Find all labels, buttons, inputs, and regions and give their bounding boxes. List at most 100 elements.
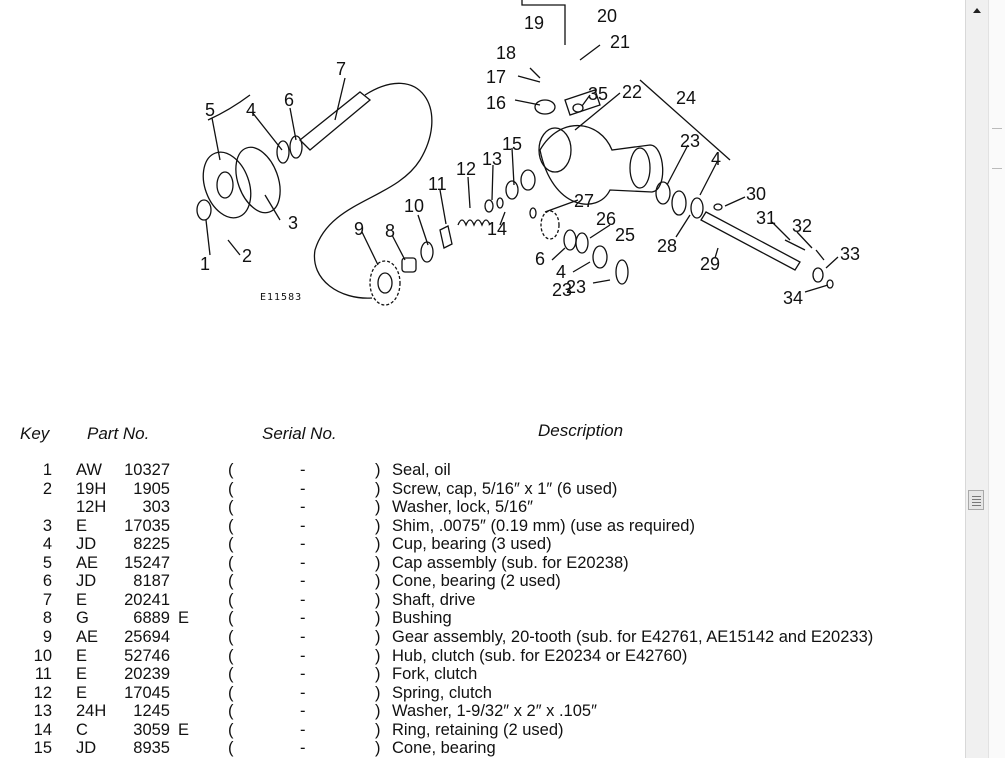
cell-serial: - <box>300 461 306 479</box>
callout-23b: 23 <box>566 277 586 297</box>
cell-desc: Spring, clutch <box>392 683 492 702</box>
callout-22: 22 <box>622 82 642 102</box>
exploded-parts-diagram: 1 2 3 4 5 6 7 8 9 10 11 12 13 14 15 16 1… <box>196 0 860 308</box>
cell-serial: - <box>300 739 306 758</box>
cell-close: ) <box>375 683 381 702</box>
cell-number: 303 <box>142 498 170 517</box>
callout-23c: 23 <box>552 280 572 300</box>
scroll-up-arrow-icon[interactable] <box>966 0 988 20</box>
cell-prefix: 12H <box>76 498 107 517</box>
cell-key: 5 <box>42 553 52 572</box>
cell-desc: Screw, cap, 5/16″ x 1″ (6 used) <box>392 479 618 498</box>
cell-number: 10327 <box>124 461 170 479</box>
callout-7: 7 <box>336 59 346 79</box>
callout-24: 24 <box>676 88 696 108</box>
cell-close: ) <box>375 553 381 572</box>
cell-number: 25694 <box>124 627 170 646</box>
cell-serial: - <box>300 516 306 535</box>
cell-serial: - <box>300 572 306 591</box>
cell-key: 3 <box>42 516 52 535</box>
cell-desc: Cup, bearing (3 used) <box>392 535 552 554</box>
cell-desc: Seal, oil <box>392 461 451 479</box>
window-edge <box>988 0 1005 758</box>
cell-desc: Gear assembly, 20-tooth (sub. for E42761… <box>392 627 874 646</box>
cell-desc: Cap assembly (sub. for E20238) <box>392 553 629 572</box>
cell-prefix: 24H <box>76 702 107 721</box>
callout-11: 11 <box>428 174 447 194</box>
cell-open: ( <box>228 665 234 684</box>
cell-prefix: JD <box>76 535 97 554</box>
scroll-thumb[interactable] <box>968 490 984 510</box>
cell-serial: - <box>300 590 306 609</box>
cell-prefix: AW <box>76 461 102 479</box>
cell-serial: - <box>300 609 306 628</box>
callout-5: 5 <box>205 100 215 120</box>
callout-4: 4 <box>246 100 256 120</box>
cell-number: 17045 <box>124 683 170 702</box>
cell-desc: Fork, clutch <box>392 665 478 684</box>
cell-open: ( <box>228 553 234 572</box>
cell-prefix: JD <box>76 572 97 591</box>
cell-open: ( <box>228 516 234 535</box>
header-serial-no: Serial No. <box>262 424 337 443</box>
callout-30: 30 <box>746 184 766 204</box>
cell-open: ( <box>228 702 234 721</box>
callout-10: 10 <box>404 196 424 216</box>
cell-close: ) <box>375 479 381 498</box>
callout-2: 2 <box>242 246 252 266</box>
cell-desc: Cone, bearing <box>392 739 496 758</box>
cell-serial: - <box>300 627 306 646</box>
cell-number: 3059 <box>133 720 170 739</box>
cell-serial: - <box>300 665 306 684</box>
cell-serial: - <box>300 553 306 572</box>
cell-number: 8935 <box>133 739 170 758</box>
cell-key: 9 <box>42 627 52 646</box>
callout-21: 21 <box>610 32 630 52</box>
callout-23: 23 <box>680 131 700 151</box>
callout-29: 29 <box>700 254 720 274</box>
cell-key: 15 <box>33 739 52 758</box>
cell-desc: Washer, 1-9/32″ x 2″ x .105″ <box>392 702 597 721</box>
callout-28: 28 <box>657 236 677 256</box>
drawing-number: E11583 <box>260 292 302 303</box>
cell-prefix: C <box>76 720 88 739</box>
cell-key: 10 <box>33 646 52 665</box>
cell-key: 2 <box>42 479 52 498</box>
callout-9: 9 <box>354 219 364 239</box>
cell-number: 17035 <box>124 516 170 535</box>
cell-close: ) <box>375 702 381 721</box>
callout-14: 14 <box>487 219 507 239</box>
cell-desc: Bushing <box>392 609 452 628</box>
cell-number: 52746 <box>124 646 170 665</box>
cell-key: 7 <box>42 590 52 609</box>
cell-number: 15247 <box>124 553 170 572</box>
cell-close: ) <box>375 535 381 554</box>
cell-key: 6 <box>42 572 52 591</box>
cell-desc: Ring, retaining (2 used) <box>392 720 564 739</box>
cell-suffix: E <box>178 609 190 628</box>
cell-prefix: 19H <box>76 479 107 498</box>
cell-desc: Shaft, drive <box>392 590 476 609</box>
callout-20: 20 <box>597 6 617 26</box>
cell-close: ) <box>375 498 381 517</box>
cell-prefix: E <box>76 646 88 665</box>
vertical-scrollbar[interactable] <box>965 0 988 758</box>
cell-close: ) <box>375 646 381 665</box>
callout-4b: 4 <box>711 149 721 169</box>
header-description: Description <box>538 421 624 440</box>
callout-19: 19 <box>524 13 544 33</box>
header-key: Key <box>20 424 50 443</box>
cell-desc: Shim, .0075″ (0.19 mm) (use as required) <box>392 516 695 535</box>
callout-16: 16 <box>486 93 506 113</box>
cell-open: ( <box>228 572 234 591</box>
callout-6b: 6 <box>535 249 545 269</box>
cell-serial: - <box>300 646 306 665</box>
